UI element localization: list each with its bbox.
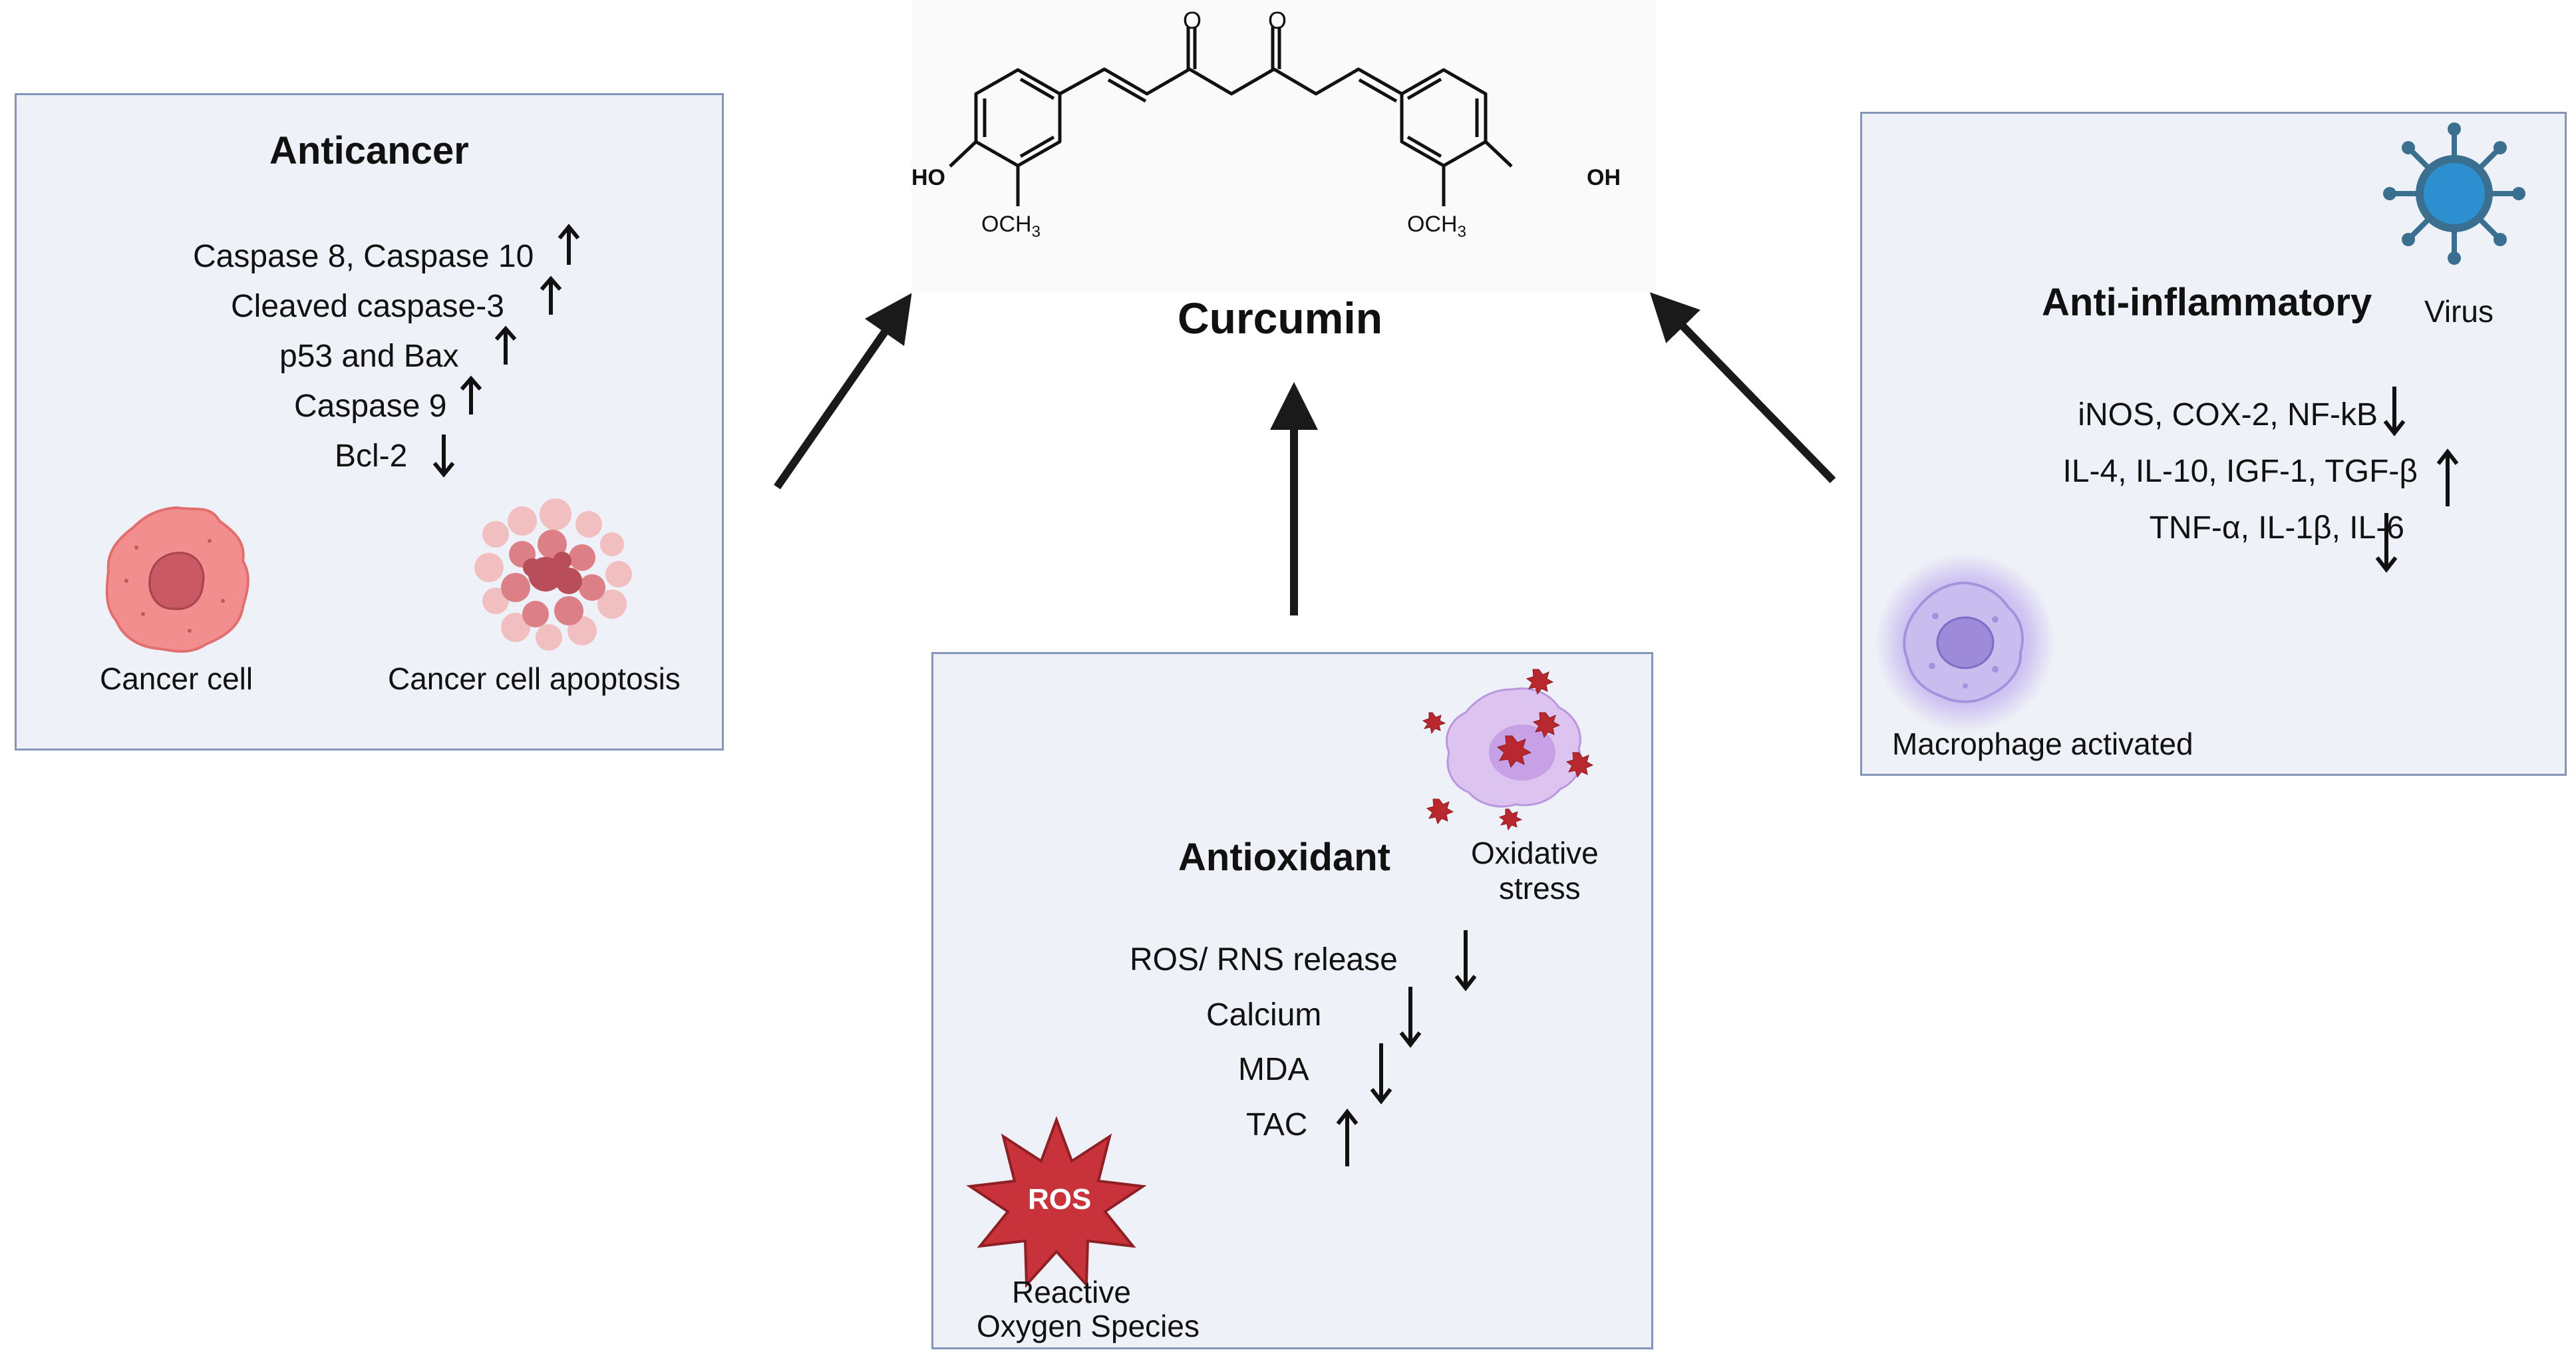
up-arrow-icon <box>1336 1108 1359 1166</box>
down-arrow-icon <box>2375 513 2398 573</box>
oxidative-stress-label-1: Oxidative <box>1471 836 1599 870</box>
up-arrow-icon <box>2436 448 2459 506</box>
arrow-anticancer-to-curcumin <box>774 293 912 490</box>
marker-cleaved-caspase-3: Cleaved caspase-3 <box>231 289 504 324</box>
hydroxyl-label-right: OH <box>1587 165 1621 190</box>
cancer-cell-label: Cancer cell <box>100 661 253 696</box>
oxidative-stress-icon <box>1422 669 1594 831</box>
down-arrow-icon <box>1370 1043 1392 1105</box>
anticancer-title: Anticancer <box>269 129 469 172</box>
up-arrow-icon <box>494 325 517 365</box>
oxygen-label-left: O <box>1183 7 1202 34</box>
apoptosis-cell-icon <box>474 498 632 651</box>
up-arrow-icon <box>460 375 482 415</box>
down-arrow-icon <box>1399 987 1422 1048</box>
anti-inflammatory-panel: Anti-inflammatory Virus iNOS, COX-2, NF-… <box>1860 112 2567 776</box>
up-arrow-icon <box>540 275 562 315</box>
methoxy-label-right: OCH3 <box>1407 212 1466 241</box>
oxidative-stress-label-2: stress <box>1499 871 1581 906</box>
ros-label-1: Reactive <box>1012 1275 1131 1309</box>
marker-mda: MDA <box>1238 1052 1309 1087</box>
down-arrow-icon <box>432 434 455 478</box>
marker-caspase-8-10: Caspase 8, Caspase 10 <box>193 239 534 274</box>
marker-tnfa-il1b-il6: TNF-α, IL-1β, IL-6 <box>2149 510 2404 546</box>
marker-caspase-9: Caspase 9 <box>294 389 447 424</box>
marker-tac: TAC <box>1246 1107 1308 1142</box>
ros-burst-icon <box>966 1116 1147 1289</box>
macrophage-icon <box>1875 553 2055 733</box>
antioxidant-direction-arrows <box>1336 930 1477 1166</box>
arrow-antiinflammatory-to-curcumin <box>1649 292 1836 484</box>
virus-icon <box>2383 122 2525 265</box>
antioxidant-title: Antioxidant <box>1178 836 1390 879</box>
down-arrow-icon <box>1454 930 1477 991</box>
anticancer-direction-arrows <box>432 224 580 478</box>
apoptosis-label: Cancer cell apoptosis <box>388 661 681 696</box>
virus-label: Virus <box>2424 294 2494 329</box>
hydroxyl-label-left: HO <box>911 165 945 190</box>
ros-label-2: Oxygen Species <box>977 1309 1200 1343</box>
marker-calcium: Calcium <box>1206 997 1322 1033</box>
oxygen-label-right: O <box>1268 7 1287 34</box>
anti-inflammatory-direction-arrows <box>2375 387 2459 573</box>
marker-inos-cox2-nfkb: iNOS, COX-2, NF-kB <box>2078 397 2378 432</box>
curcumin-structure: O O HO OH OCH3 OCH3 <box>911 0 1657 293</box>
macrophage-label: Macrophage activated <box>1892 727 2193 761</box>
curcumin-skeleton <box>949 27 1513 206</box>
curcumin-title: Curcumin <box>1178 293 1383 343</box>
marker-il4-il10-igf1-tgfb: IL-4, IL-10, IGF-1, TGF-β <box>2062 454 2418 489</box>
methoxy-label-left: OCH3 <box>981 212 1041 241</box>
cancer-cell-icon <box>105 506 249 653</box>
ros-badge-text: ROS <box>1028 1183 1092 1216</box>
marker-ros-rns-release: ROS/ RNS release <box>1130 942 1398 977</box>
marker-bcl-2: Bcl-2 <box>335 438 408 474</box>
up-arrow-icon <box>558 224 580 265</box>
antioxidant-panel: Antioxidant Oxidative stress ROS/ RNS re… <box>931 652 1653 1349</box>
anti-inflammatory-title: Anti-inflammatory <box>2042 281 2372 324</box>
marker-p53-bax: p53 and Bax <box>279 339 459 374</box>
anticancer-panel: Anticancer Caspase 8, Caspase 10 Cleaved… <box>15 93 724 751</box>
down-arrow-icon <box>2383 387 2406 436</box>
